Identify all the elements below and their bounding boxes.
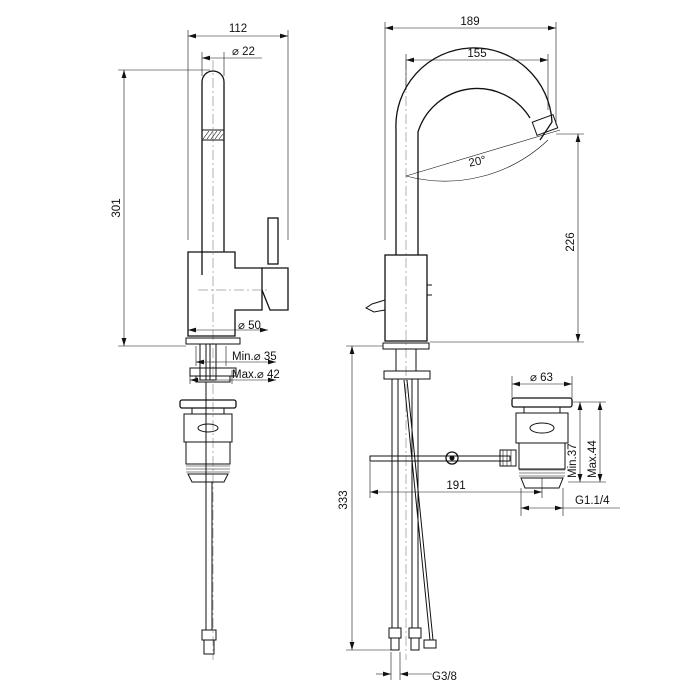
- waste-thread-label: G1.1/4: [575, 495, 610, 507]
- side-handle-lever: [365, 299, 386, 313]
- rod-length-label: 191: [446, 480, 465, 492]
- side-spout-tip: [531, 114, 559, 136]
- connection-label: G3/8: [432, 671, 457, 683]
- drain-rod-clip: [445, 451, 459, 465]
- body-diameter-label: ⌀ 50: [238, 320, 261, 332]
- spout-diameter-label: ⌀ 22: [232, 46, 255, 58]
- side-reach-label: 189: [460, 16, 479, 28]
- aerator-hatch: [201, 129, 225, 141]
- side-pull-rod: [403, 379, 434, 641]
- front-view: 112 ⌀ 22 301 ⌀ 50 Min.⌀ 35 Max.⌀ 42: [111, 23, 289, 660]
- waste-diameter-label: ⌀ 63: [530, 372, 553, 384]
- front-handle-lever: [267, 217, 279, 265]
- side-spout-outer: [395, 47, 553, 255]
- waste-max-label: Max.44: [587, 440, 599, 478]
- side-waste: [511, 397, 573, 489]
- front-handle-cartridge: [261, 267, 289, 311]
- hole-min-label: Min.⌀ 35: [232, 351, 277, 363]
- angle-arc: [405, 139, 549, 182]
- angle-label: 20°: [468, 154, 488, 169]
- drain-rod: [369, 455, 511, 462]
- side-body: [384, 254, 428, 342]
- side-spout-height-label: 226: [565, 232, 577, 251]
- hose-length-label: 333: [338, 490, 350, 509]
- front-waste-thread: [186, 465, 230, 473]
- side-spout-reach-label: 155: [467, 48, 486, 60]
- front-body: [187, 251, 263, 337]
- side-spout-inner: [417, 87, 531, 255]
- front-height-label: 301: [111, 198, 123, 217]
- hole-max-label: Max.⌀ 42: [232, 369, 280, 381]
- waste-min-label: Min.37: [567, 443, 579, 478]
- side-fixing-nut: [383, 370, 431, 380]
- front-width-label: 112: [229, 23, 247, 35]
- front-spout: [201, 70, 225, 275]
- front-waste: [179, 399, 237, 483]
- side-view: 189 155 20° 226 333 191 G3/8: [338, 16, 620, 683]
